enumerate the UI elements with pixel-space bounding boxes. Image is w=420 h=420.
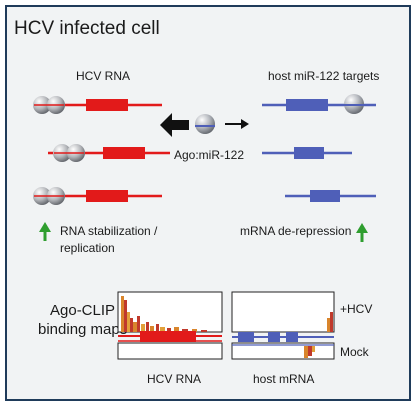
clip-label-line2: binding maps: [38, 321, 127, 338]
host-target-strand-1: [262, 94, 376, 114]
green-up-arrow-icon: [39, 222, 51, 241]
host-target-strand-2: [262, 147, 352, 159]
hcv-clip-signal: [121, 296, 207, 332]
left-arrow-icon: [160, 113, 189, 137]
hcv-rna-strand-3: [33, 187, 162, 205]
hcv-rna-strand-2: [48, 144, 170, 162]
host-clip-signal-plus: [327, 312, 333, 332]
bottom-hcv-rna-label: HCV RNA: [147, 372, 201, 386]
host-target-strand-3: [285, 190, 376, 202]
hcv-clip-map: [117, 291, 223, 360]
clip-label-line1: Ago-CLIP: [50, 302, 115, 319]
stabilization-label-line2: replication: [60, 241, 115, 255]
host-targets-label: host miR-122 targets: [268, 69, 379, 83]
ago-mir122-complex: [195, 114, 215, 134]
host-clip-map: [231, 291, 335, 360]
hcv-rna-strand-1: [33, 96, 162, 114]
host-clip-signal-mock: [304, 346, 315, 358]
plus-hcv-label: +HCV: [340, 302, 372, 316]
bottom-host-mrna-label: host mRNA: [253, 372, 314, 386]
mock-label: Mock: [340, 345, 370, 359]
right-arrow-icon: [225, 119, 249, 129]
green-up-arrow-icon: [356, 223, 368, 242]
derepression-label: mRNA de-repression: [240, 224, 351, 238]
stabilization-label-line1: RNA stabilization /: [60, 224, 158, 238]
hcv-rna-label: HCV RNA: [76, 69, 130, 83]
ago-mir122-label: Ago:miR-122: [174, 148, 244, 162]
figure-title: HCV infected cell: [14, 18, 160, 39]
